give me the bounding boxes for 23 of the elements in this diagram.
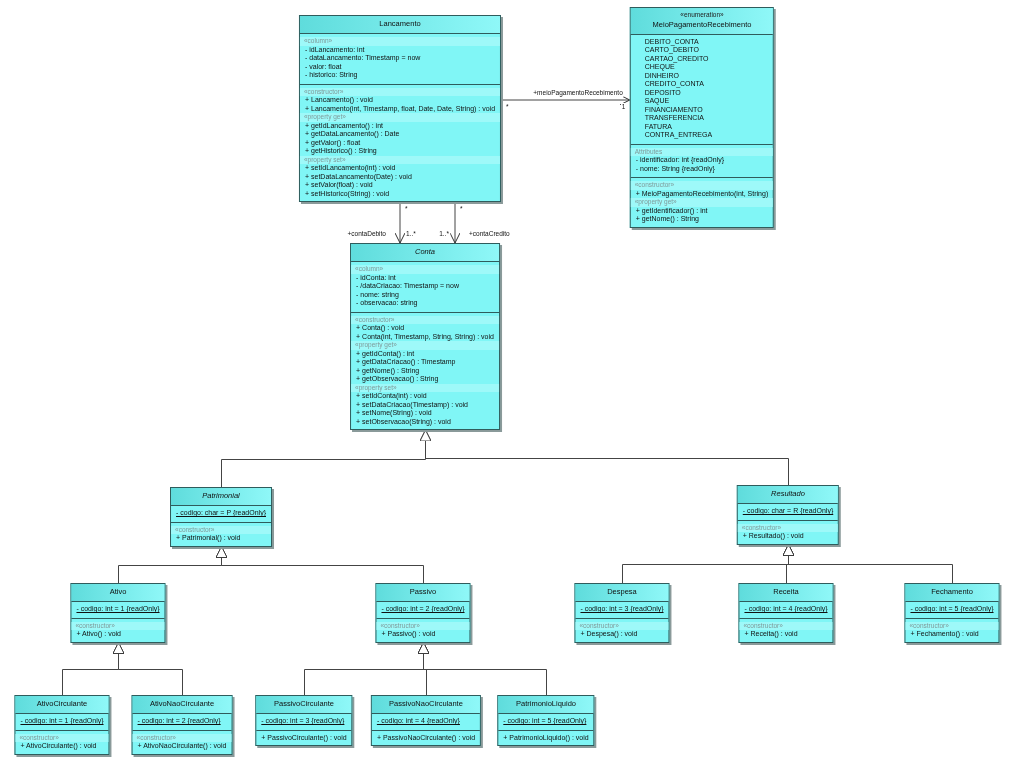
association-arrow [449,201,461,244]
class-box [375,583,471,643]
class-box [497,695,595,746]
generalization-arrow [215,546,424,584]
class-box [170,487,272,547]
generalization-arrow [417,642,547,696]
class-box [738,583,834,643]
association-arrow [394,201,406,244]
class-box [298,15,502,202]
class-box [370,695,482,746]
class-box [70,583,166,643]
class-box [350,243,500,430]
association-arrow [500,94,631,106]
generalization-arrow [112,642,183,696]
generalization-arrow [419,429,789,486]
class-box [14,695,110,755]
class-box [736,485,840,545]
class-box [574,583,670,643]
generalization-arrow [782,544,953,584]
class-box [904,583,1000,643]
class-box [629,7,775,228]
class-box [255,695,353,746]
class-box [131,695,233,755]
